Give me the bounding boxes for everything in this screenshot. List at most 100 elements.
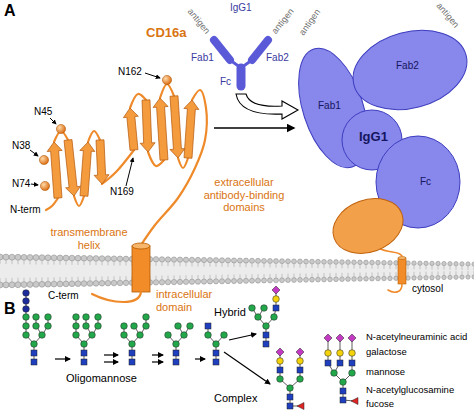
lipid-tail xyxy=(234,263,235,267)
beta-strand xyxy=(94,140,109,184)
lipid-tail xyxy=(324,273,325,277)
lipid-head xyxy=(171,279,176,284)
mannose-circle xyxy=(95,314,102,321)
lipid-tail xyxy=(156,276,157,280)
domain-label: extracellular antibody-binding domains xyxy=(198,176,290,214)
mannose-circle xyxy=(23,332,30,339)
mannose-circle xyxy=(165,332,172,339)
lipid-head xyxy=(189,279,194,284)
leader-arrow xyxy=(126,158,133,186)
lipid-tail xyxy=(78,277,79,281)
lipid-tail xyxy=(360,265,361,269)
lipid-tail xyxy=(468,271,469,275)
lipid-tail xyxy=(342,273,343,277)
lipid-tail xyxy=(306,273,307,277)
leader-arrow xyxy=(30,150,38,156)
glcnac-square xyxy=(129,359,135,365)
galactose-circle xyxy=(297,358,304,365)
lipid-tail xyxy=(84,277,85,281)
leader-lines xyxy=(30,73,160,186)
receptor-label: CD16a xyxy=(146,26,186,41)
lipid-tail xyxy=(450,266,451,270)
lipid-tail xyxy=(114,261,115,265)
lipid-head xyxy=(364,260,369,265)
lipid-tail xyxy=(222,263,223,267)
lipid-head xyxy=(382,260,387,265)
protein-loop xyxy=(74,196,84,206)
galactose-circle xyxy=(325,350,332,357)
lipid-head xyxy=(442,275,446,279)
glcnac-square xyxy=(263,332,269,338)
lipid-head xyxy=(436,261,440,265)
lipid-tail xyxy=(420,272,421,276)
glcnac-square xyxy=(205,323,211,329)
lipid-tail xyxy=(180,275,181,279)
mannose-circle xyxy=(143,314,150,321)
lipid-head xyxy=(63,255,69,261)
mannose-circle xyxy=(83,314,90,321)
lipid-head xyxy=(171,257,176,262)
lipid-head xyxy=(394,261,398,265)
lipid-tail xyxy=(42,261,43,265)
lipid-head xyxy=(388,261,393,266)
lipid-head xyxy=(45,255,51,261)
lipid-tail xyxy=(192,262,193,266)
domain-label: intracellular domain xyxy=(156,288,218,313)
lipid-head xyxy=(249,258,254,263)
lipid-head xyxy=(310,259,315,264)
glycosylation-site xyxy=(40,181,49,190)
lipid-head xyxy=(370,276,375,281)
sialic-diamond xyxy=(272,286,280,294)
lipid-head xyxy=(412,261,416,265)
lipid-tail xyxy=(408,272,409,276)
lipid-head xyxy=(286,259,291,264)
lipid-head xyxy=(201,279,206,284)
mannose-circle xyxy=(23,323,30,330)
lipid-tail xyxy=(0,260,1,264)
lipid-tail xyxy=(240,263,241,267)
lipid-tail xyxy=(90,277,91,281)
process-arrow xyxy=(152,354,163,355)
lipid-head xyxy=(93,256,99,262)
glycosylation-site xyxy=(39,155,48,164)
mannose-circle xyxy=(121,323,128,330)
lipid-head xyxy=(376,260,381,265)
lipid-head xyxy=(117,256,123,262)
process-arrow xyxy=(55,358,70,359)
lipid-tail xyxy=(252,274,253,278)
lipid-head xyxy=(207,279,212,284)
lipid-head xyxy=(201,257,206,262)
lipid-head xyxy=(460,262,464,266)
lipid-tail xyxy=(6,278,7,282)
mannose-circle xyxy=(255,314,262,321)
lipid-head xyxy=(159,257,164,262)
mannose-circle xyxy=(73,323,80,330)
galactose-circle xyxy=(349,350,356,357)
antigen-label: antigen xyxy=(185,6,212,35)
lipid-head xyxy=(292,278,297,283)
cd16a-surface xyxy=(325,189,410,262)
lipid-head xyxy=(430,261,434,265)
lipid-head xyxy=(231,258,236,263)
lipid-head xyxy=(328,277,333,282)
lipid-head xyxy=(225,258,230,263)
lipid-head xyxy=(280,259,285,264)
process-arrow xyxy=(104,354,118,355)
lipid-head xyxy=(195,279,200,284)
lipid-tail xyxy=(366,265,367,269)
galactose-circle xyxy=(337,350,344,357)
lipid-head xyxy=(225,279,230,284)
lipid-head xyxy=(418,276,422,280)
glcnac-square xyxy=(31,359,37,365)
lipid-tail xyxy=(390,265,391,269)
sialic-diamond xyxy=(348,334,356,342)
lipid-tail xyxy=(408,265,409,269)
lipid-head xyxy=(274,278,279,283)
glcnac-square xyxy=(340,397,346,403)
lipid-head xyxy=(322,259,327,264)
mannose-circle xyxy=(73,314,80,321)
lipid-head xyxy=(159,280,164,285)
cd16a-ribbon xyxy=(39,75,206,245)
lipid-head xyxy=(9,282,15,288)
lipid-head xyxy=(268,259,273,264)
